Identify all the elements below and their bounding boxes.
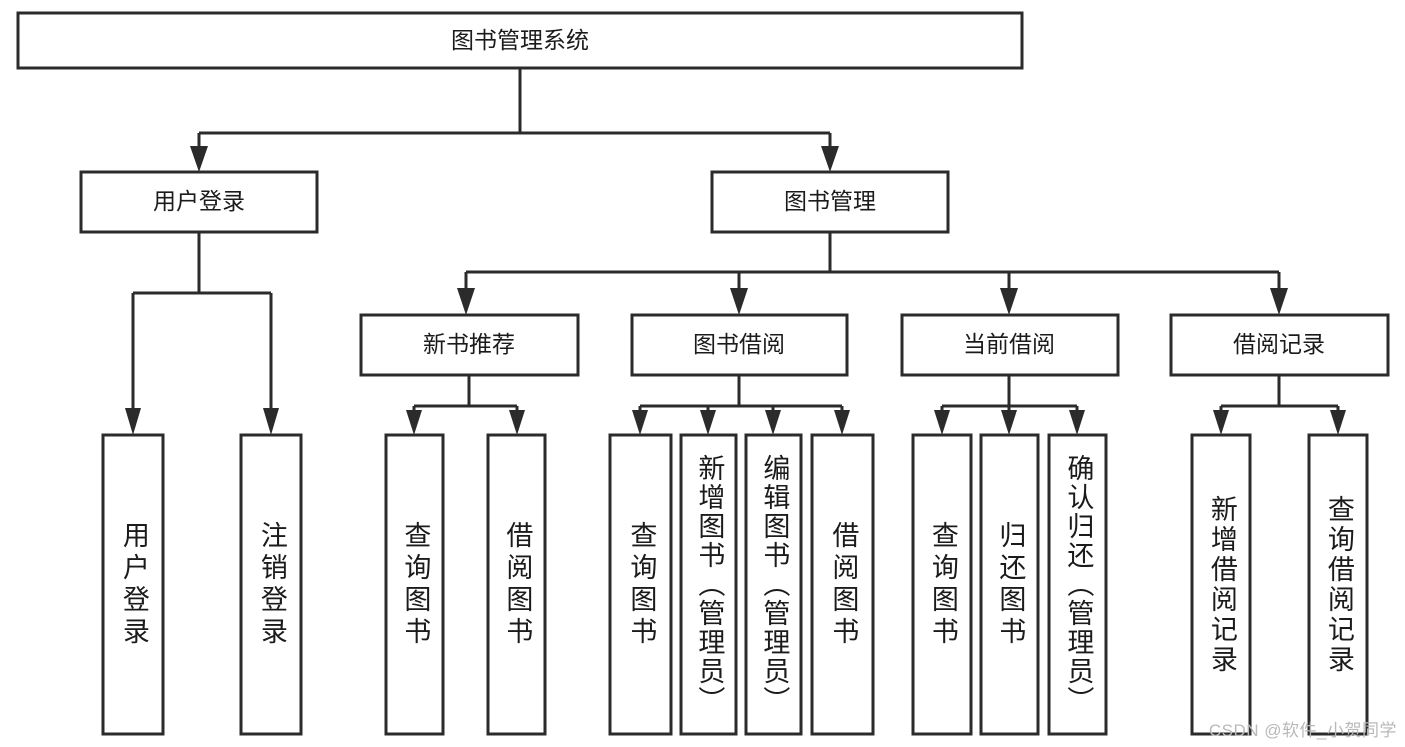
- edges-book-manage-to-level3: [457, 232, 1288, 315]
- leaf-boxes-book-borrow: [608, 433, 875, 736]
- node-root-box: [16, 11, 1024, 70]
- leaf-box-br-query-record[interactable]: [1307, 433, 1369, 736]
- node-new-book-recommend[interactable]: 新书推荐: [359, 313, 580, 377]
- node-current-borrow[interactable]: 当前借阅: [900, 313, 1120, 377]
- node-borrow-record-box: [1169, 313, 1390, 377]
- arrowhead-user-login: [190, 146, 208, 172]
- leaf-box-cb-query-book[interactable]: [911, 433, 973, 736]
- leaf-boxes-borrow-record: [1190, 433, 1369, 736]
- leaf-box-logout[interactable]: [239, 433, 303, 736]
- leaf-box-cb-return-book[interactable]: [979, 433, 1040, 736]
- arrowhead-br-leaf-1: [1213, 410, 1229, 435]
- arrowhead-new-book-recommend: [457, 288, 475, 315]
- node-borrow-record[interactable]: 借阅记录: [1169, 313, 1390, 377]
- arrowhead-leaf-user-login: [125, 408, 141, 435]
- arrowhead-nbr-leaf-2: [509, 410, 525, 435]
- csdn-watermark: CSDN @软件_小贺同学: [1208, 721, 1397, 740]
- node-book-manage[interactable]: 图书管理: [710, 170, 950, 234]
- edges-new-book-recommend-to-leaves: [406, 375, 525, 435]
- node-user-login[interactable]: 用户登录: [79, 170, 319, 234]
- node-root-label: 图书管理系统: [451, 27, 589, 53]
- node-book-borrow-label: 图书借阅: [693, 331, 785, 357]
- leaf-box-br-add-record[interactable]: [1190, 433, 1252, 736]
- node-user-login-box: [79, 170, 319, 234]
- arrowhead-bb-leaf-4: [834, 410, 850, 435]
- leaf-boxes-new-book-recommend: [384, 433, 547, 736]
- leaf-box-bb-edit-book[interactable]: [744, 433, 803, 736]
- node-new-book-recommend-box: [359, 313, 580, 377]
- arrowhead-book-manage: [821, 146, 839, 172]
- node-root-system[interactable]: 图书管理系统: [16, 11, 1024, 70]
- node-current-borrow-label: 当前借阅: [963, 331, 1055, 357]
- node-new-book-recommend-label: 新书推荐: [423, 331, 515, 357]
- node-book-borrow-box: [630, 313, 849, 377]
- node-book-manage-label: 图书管理: [784, 188, 876, 214]
- arrowhead-br-leaf-2: [1330, 410, 1346, 435]
- arrowhead-cb-leaf-3: [1069, 410, 1085, 435]
- arrowhead-nbr-leaf-1: [406, 410, 422, 435]
- edges-current-borrow-to-leaves: [934, 375, 1085, 435]
- edges-borrow-record-to-leaves: [1213, 375, 1346, 435]
- leaf-box-nbr-query-book[interactable]: [384, 433, 445, 736]
- leaf-box-nbr-borrow-book[interactable]: [486, 433, 547, 736]
- arrowhead-book-borrow: [730, 288, 748, 315]
- leaf-boxes-current-borrow: [911, 433, 1108, 736]
- node-book-borrow[interactable]: 图书借阅: [630, 313, 849, 377]
- arrowhead-current-borrow: [1000, 288, 1018, 315]
- arrowhead-bb-leaf-1: [632, 410, 648, 435]
- leaf-box-cb-confirm-return[interactable]: [1047, 433, 1108, 736]
- node-user-login-label: 用户登录: [153, 188, 245, 214]
- node-current-borrow-box: [900, 313, 1120, 377]
- leaf-box-bb-add-book[interactable]: [679, 433, 738, 736]
- edges-root-to-level2: [190, 68, 839, 172]
- node-book-manage-box: [710, 170, 950, 234]
- edges-book-borrow-to-leaves: [632, 375, 850, 435]
- leaf-boxes-user-login: [101, 433, 303, 736]
- edges-user-login-to-leaves: [125, 232, 279, 435]
- arrowhead-bb-leaf-2: [700, 410, 716, 435]
- leaf-box-user-login[interactable]: [101, 433, 165, 736]
- leaf-box-bb-query-book[interactable]: [608, 433, 673, 736]
- leaf-box-bb-borrow-book[interactable]: [810, 433, 875, 736]
- arrowhead-cb-leaf-2: [1001, 410, 1017, 435]
- arrowhead-bb-leaf-3: [765, 410, 781, 435]
- arrowhead-cb-leaf-1: [934, 410, 950, 435]
- arrowhead-borrow-record: [1270, 288, 1288, 315]
- node-borrow-record-label: 借阅记录: [1233, 331, 1325, 357]
- arrowhead-leaf-logout: [263, 408, 279, 435]
